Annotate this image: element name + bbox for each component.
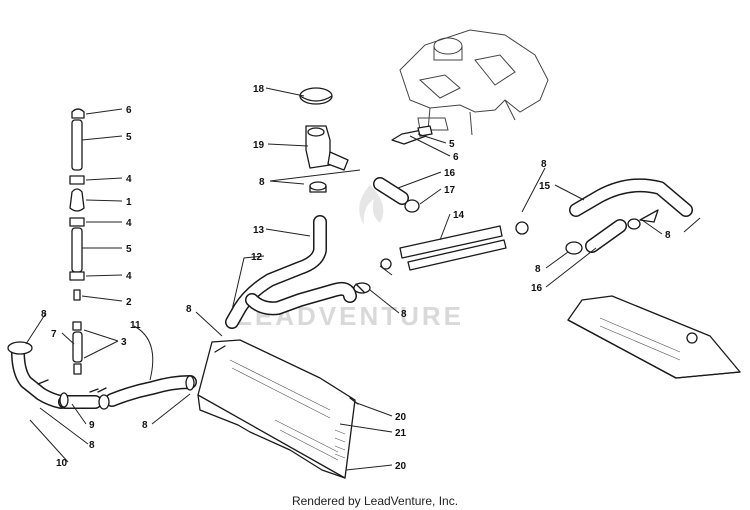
callout-21: 21: [395, 428, 407, 439]
callout-2: 2: [126, 297, 132, 308]
callout-4-left-c: 4: [126, 271, 132, 282]
callout-20-lower: 20: [395, 461, 407, 472]
callout-16-lower: 16: [531, 283, 543, 294]
callout-14: 14: [453, 210, 465, 221]
callout-10: 10: [56, 458, 68, 469]
leader-lines: [25, 87, 701, 471]
callout-8-right-mid: 8: [535, 264, 541, 275]
callout-5-left-lower: 5: [126, 244, 132, 255]
callout-8-left-bottom: 8: [89, 440, 95, 451]
callout-8-center-top: 8: [259, 177, 265, 188]
long-tube: [380, 221, 529, 271]
callout-11: 11: [130, 320, 141, 331]
callout-6-left: 6: [126, 105, 132, 116]
callout-1: 1: [126, 197, 132, 208]
callout-15: 15: [539, 181, 551, 192]
callout-8-center-lower: 8: [401, 309, 407, 320]
callout-3: 3: [121, 337, 127, 348]
callout-8-right-top: 8: [541, 159, 547, 170]
callout-8-left-mid: 8: [142, 420, 148, 431]
callout-6-right: 6: [453, 152, 459, 163]
filler-neck-assembly: [299, 87, 349, 193]
engine-outline: [399, 29, 549, 136]
callout-7: 7: [51, 329, 57, 340]
callout-12: 12: [251, 252, 263, 263]
callout-5-right: 5: [449, 139, 455, 150]
callout-9: 9: [89, 420, 95, 431]
callout-20-upper: 20: [395, 412, 407, 423]
bleed-hose-assembly: [69, 108, 85, 375]
callout-19: 19: [253, 140, 265, 151]
footer-credit: Rendered by LeadVenture, Inc.: [291, 494, 459, 508]
callout-8-center-left: 8: [186, 304, 192, 315]
callout-4-left-b: 4: [126, 218, 132, 229]
center-hoses: [225, 215, 371, 329]
upper-short-hose: [373, 125, 433, 213]
callout-8-left-top: 8: [41, 309, 47, 320]
lower-left-hoses: [7, 341, 222, 410]
callout-18: 18: [253, 84, 265, 95]
callout-4-left-a: 4: [126, 174, 132, 185]
callout-16-upper: 16: [444, 168, 456, 179]
right-hoses: [565, 178, 693, 255]
callout-8-right-far: 8: [665, 230, 671, 241]
front-heat-exchanger: [197, 339, 359, 479]
callout-5-left-upper: 5: [126, 132, 132, 143]
callouts: 6 5 4 1 4 5 4 2 3 7 8 11 9 8 10 8 18 19 …: [41, 84, 671, 472]
callout-17: 17: [444, 185, 456, 196]
callout-13: 13: [253, 225, 265, 236]
rear-heat-exchanger: [567, 295, 741, 379]
